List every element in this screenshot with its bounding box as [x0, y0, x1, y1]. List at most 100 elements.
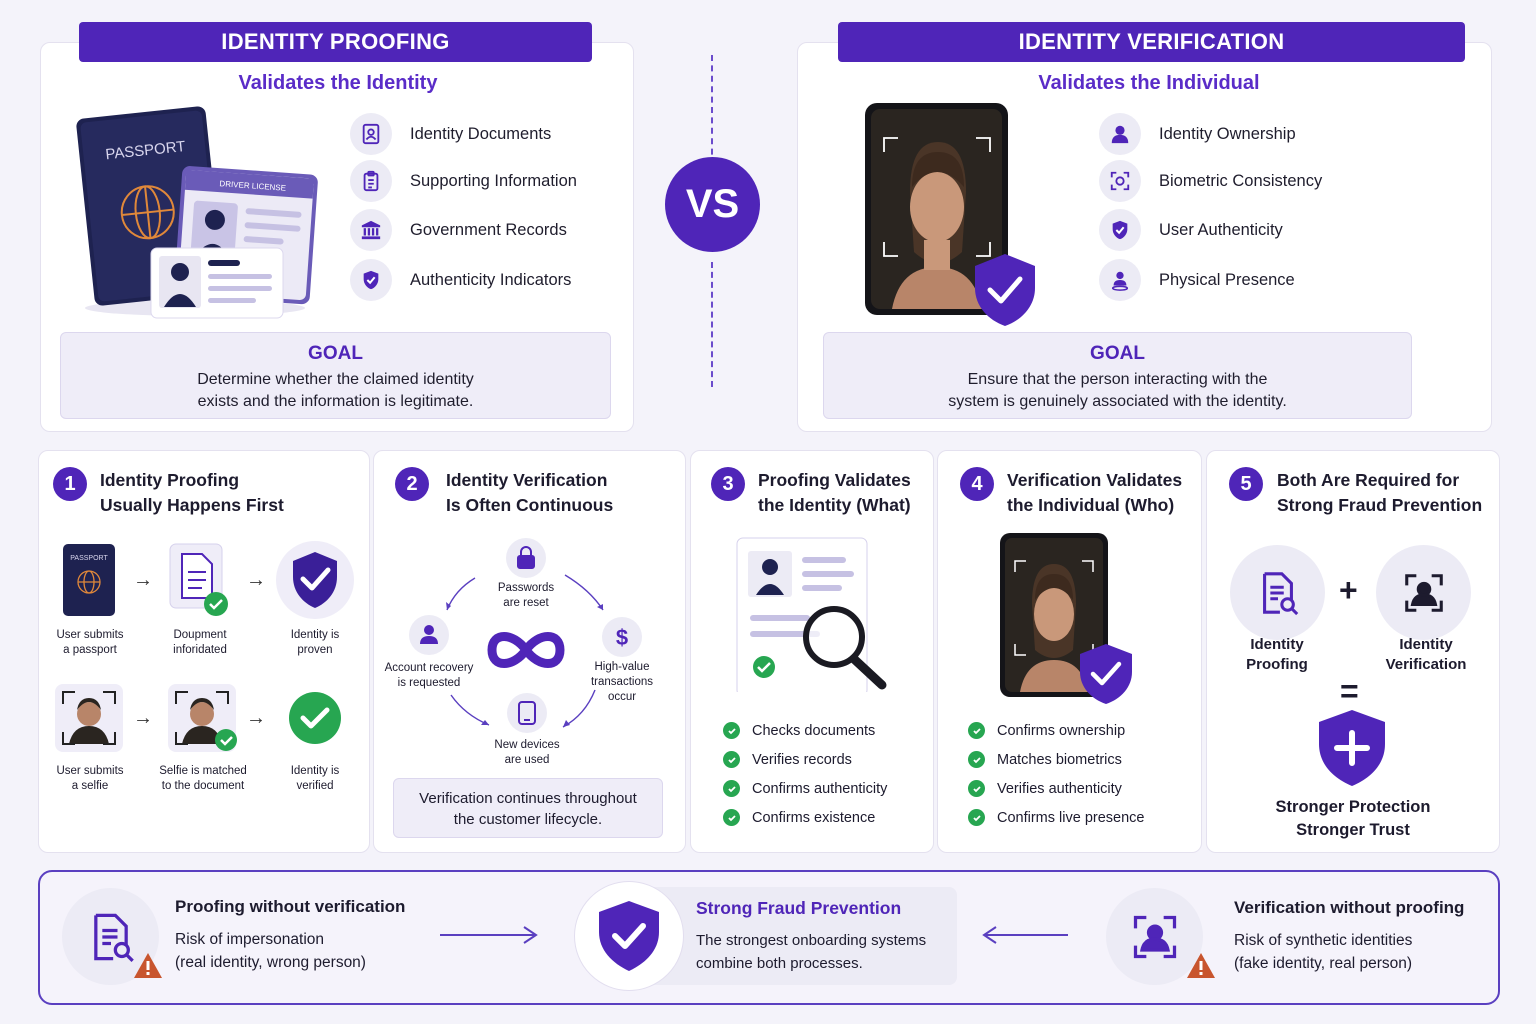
goal-line: Ensure that the person interacting with … — [967, 371, 1268, 388]
risk-synthetic-circle — [1106, 888, 1203, 985]
goal-line: exists and the information is legitimate… — [197, 393, 474, 410]
vs-badge: VS — [665, 157, 760, 252]
equals-sign: = — [1340, 673, 1359, 709]
proofing-goal-box: GOAL Determine whether the claimed ident… — [60, 332, 611, 419]
check-item: Verifies records — [723, 751, 852, 768]
step-number-4: 4 — [960, 467, 994, 501]
proven-shield-icon — [276, 541, 354, 619]
phone-face-scan-illustration — [865, 103, 1035, 326]
vs-divider-bottom — [711, 262, 713, 387]
document-inspect-illustration — [736, 537, 887, 692]
plus-sign: + — [1339, 572, 1358, 608]
person-pin-icon — [1099, 259, 1141, 301]
proofing-feature-authenticity-indicators: Authenticity Indicators — [350, 259, 571, 301]
step-panel-1 — [38, 450, 370, 853]
check-icon — [968, 780, 985, 797]
goal-line: system is genuinely associated with the … — [948, 393, 1287, 410]
left-risk-desc: Risk of impersonation(real identity, wro… — [175, 931, 366, 971]
step-number-3: 3 — [711, 467, 745, 501]
globe-emblem — [120, 185, 175, 240]
step-number-2: 2 — [395, 467, 429, 501]
goal-line: Determine whether the claimed identity — [197, 371, 474, 388]
warning-icon — [134, 953, 162, 978]
center-shield-circle — [574, 881, 684, 991]
vs-divider-top — [711, 55, 713, 165]
shield-plus-icon — [1319, 710, 1385, 786]
infinity-icon — [487, 632, 565, 668]
face-scan-icon — [1404, 573, 1443, 612]
lock-icon — [517, 546, 535, 569]
account-icon — [420, 625, 438, 644]
check-item: Confirms existence — [723, 809, 875, 826]
check-icon — [968, 809, 985, 826]
warning-icon — [1187, 953, 1215, 978]
step-number-5: 5 — [1229, 467, 1263, 501]
feature-label: Physical Presence — [1159, 270, 1295, 289]
identity-documents-illustration: PASSPORT DRIVER LICENSE — [76, 106, 318, 319]
proofing-feature-identity-documents: Identity Documents — [350, 113, 551, 155]
verification-feature-physical-presence: Physical Presence — [1099, 259, 1295, 301]
document-search-icon — [93, 913, 134, 962]
verification-title: IDENTITY VERIFICATION — [838, 22, 1465, 62]
check-icon — [723, 722, 740, 739]
flow-arrow: → — [246, 569, 266, 591]
right-risk-desc: Risk of synthetic identities(fake identi… — [1234, 932, 1413, 972]
verified-check-icon — [289, 692, 341, 744]
check-item: Confirms ownership — [968, 722, 1125, 739]
document-check-icon — [169, 543, 228, 616]
verification-feature-identity-ownership: Identity Ownership — [1099, 113, 1296, 155]
device-icon — [518, 701, 536, 725]
center-title: Strong Fraud Prevention — [696, 898, 902, 918]
vs-label: VS — [685, 182, 740, 226]
flow-arrow: → — [133, 707, 153, 729]
proofing-title: IDENTITY PROOFING — [79, 22, 592, 62]
mini-passport-label: PASSPORT — [70, 555, 108, 562]
check-item: Matches biometrics — [968, 751, 1122, 768]
check-icon — [968, 722, 985, 739]
flow-arrow: → — [246, 707, 266, 729]
selfie-match-icon — [168, 684, 237, 752]
check-icon — [723, 751, 740, 768]
feature-label: User Authenticity — [1159, 220, 1283, 239]
check-item: Confirms live presence — [968, 809, 1144, 826]
document-search-icon — [1262, 571, 1298, 615]
verification-feature-biometric-consistency: Biometric Consistency — [1099, 160, 1322, 202]
feature-label: Identity Ownership — [1159, 124, 1296, 143]
bank-icon — [350, 209, 392, 251]
proofing-feature-supporting-information: Supporting Information — [350, 160, 577, 202]
shield-check-icon — [1099, 209, 1141, 251]
document-icon — [350, 113, 392, 155]
step-panel-5 — [1206, 450, 1500, 853]
clipboard-icon — [350, 160, 392, 202]
verification-goal-box: GOAL Ensure that the person interacting … — [823, 332, 1412, 419]
step-number-1: 1 — [53, 467, 87, 501]
verification-subtitle: Validates the Individual — [1038, 72, 1260, 94]
arrow-left — [982, 926, 1068, 944]
check-item: Confirms authenticity — [723, 780, 887, 797]
shield-check-icon — [350, 259, 392, 301]
proofing-subtitle: Validates the Identity — [238, 72, 438, 94]
dollar-icon: $ — [616, 625, 628, 650]
feature-label: Supporting Information — [410, 171, 577, 190]
feature-label: Authenticity Indicators — [410, 270, 572, 289]
phone-verify-illustration — [1000, 533, 1132, 704]
feature-label: Identity Documents — [410, 124, 552, 143]
check-icon — [723, 780, 740, 797]
shield-check-icon — [599, 901, 659, 971]
feature-label: Government Records — [410, 220, 567, 239]
arrow-right — [440, 926, 538, 944]
